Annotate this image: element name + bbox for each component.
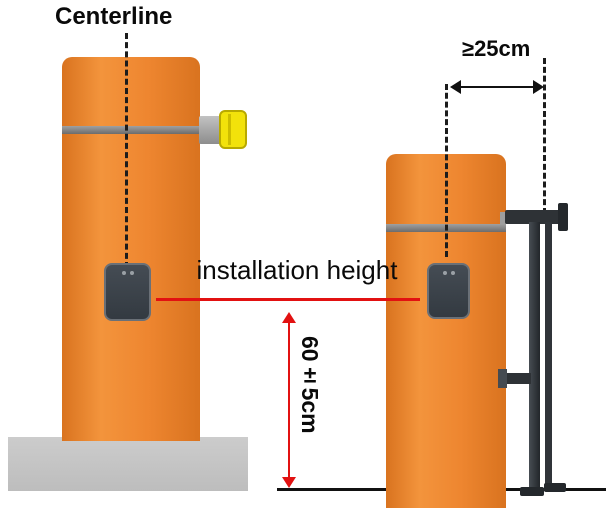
bracket-vertical-rail	[529, 222, 540, 490]
arrow-head-left-icon	[450, 80, 461, 94]
installation-height-label: installation height	[196, 255, 398, 285]
bracket-foot	[520, 487, 544, 496]
bracket-foot	[544, 483, 566, 492]
left-gate-pillar	[62, 57, 200, 441]
height-dimension-arrow	[282, 312, 296, 488]
mounting-height-label: 60±5cm	[297, 336, 323, 434]
bracket-top-arm	[505, 210, 563, 224]
left-pillar-trim-band	[62, 126, 200, 134]
centerline-label: Centerline	[55, 3, 173, 30]
clearance-dimension-arrow	[450, 80, 544, 94]
barrier-arm-stub	[219, 110, 247, 149]
arrow-head-up-icon	[282, 312, 296, 323]
sensor-indicator-dots	[121, 271, 134, 275]
right-centerline-dashed-line	[445, 84, 448, 257]
clearance-reference-dashed-line	[543, 58, 546, 214]
min-clearance-label: ≥25cm	[462, 36, 531, 61]
arrow-head-down-icon	[282, 477, 296, 488]
left-sensor-device	[104, 263, 151, 321]
concrete-base	[8, 437, 248, 491]
left-centerline-dashed-line	[125, 33, 128, 268]
bracket-mid-block	[498, 369, 507, 388]
barrier-arm-ridge	[228, 114, 231, 145]
bracket-vertical-rail	[545, 222, 552, 484]
arrow-head-right-icon	[533, 80, 544, 94]
barrier-arm-mount	[199, 116, 221, 144]
sensor-indicator-dots	[442, 271, 455, 275]
arrow-line	[458, 86, 536, 88]
installation-height-line	[156, 298, 420, 301]
bracket-end-plate	[558, 203, 568, 231]
arrow-line	[288, 320, 290, 480]
right-sensor-device	[427, 263, 470, 319]
bracket-mid-arm	[503, 373, 531, 384]
